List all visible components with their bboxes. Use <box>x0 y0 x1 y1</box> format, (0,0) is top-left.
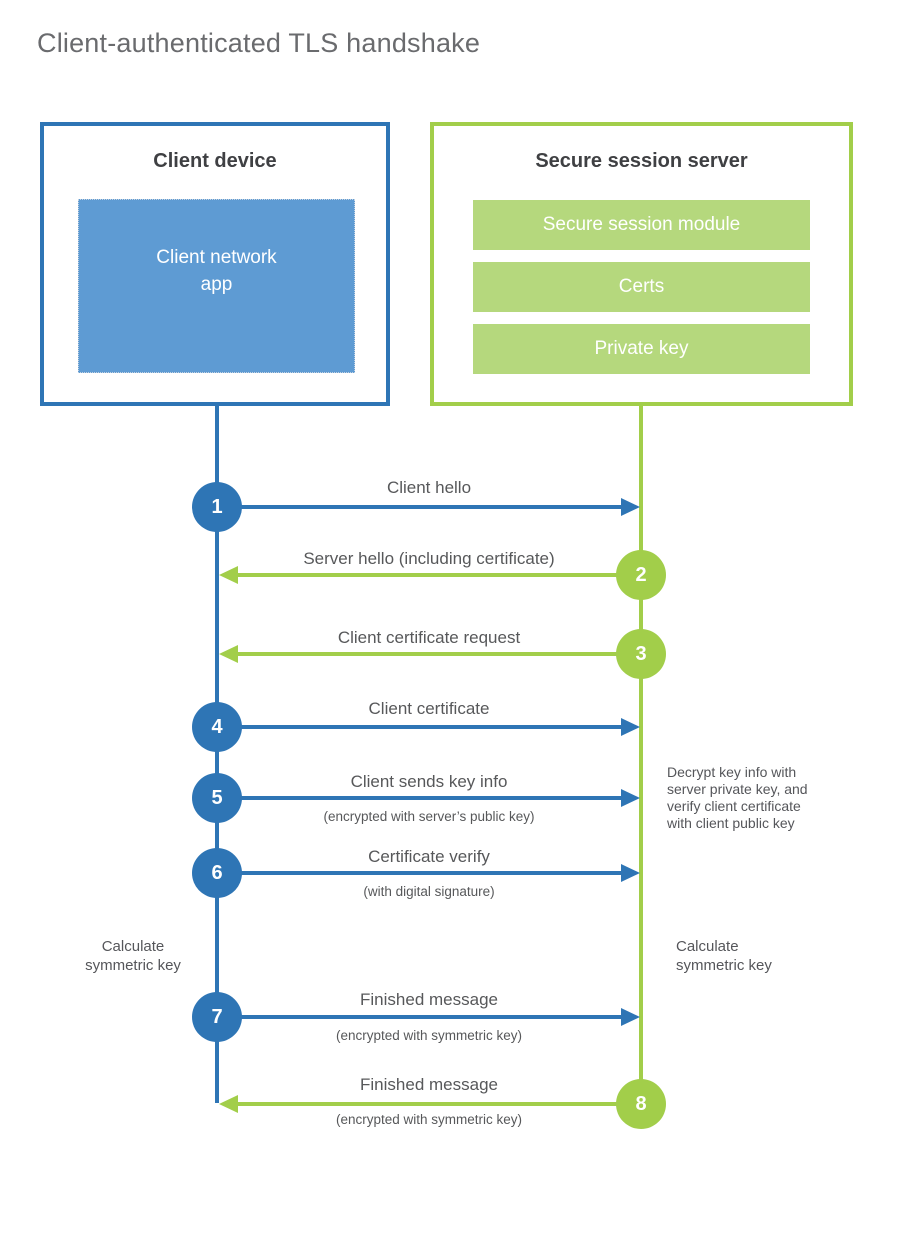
step-5-sublabel: (encrypted with server’s public key) <box>323 809 535 824</box>
step-4-arrowhead-icon <box>621 718 640 736</box>
step-2-arrowhead-icon <box>219 566 238 584</box>
secure-session-server-box: Secure session server Secure session mod… <box>430 122 853 406</box>
step-3-arrow <box>238 652 618 656</box>
step-3-arrowhead-icon <box>219 645 238 663</box>
step-4-label: Client certificate <box>368 699 490 718</box>
step-4-arrow <box>240 725 622 729</box>
step-3-circle: 3 <box>616 629 666 679</box>
step-6-sublabel: (with digital signature) <box>363 884 495 899</box>
step-8-arrowhead-icon <box>219 1095 238 1113</box>
step-5-label: Client sends key info <box>350 772 508 791</box>
step-6-label: Certificate verify <box>368 847 490 866</box>
step-3-label: Client certificate request <box>337 628 521 647</box>
server-module-certs: Certs <box>473 262 810 312</box>
step-2-circle: 2 <box>616 550 666 600</box>
step-1-label: Client hello <box>386 478 472 497</box>
step-8-arrow <box>238 1102 618 1106</box>
step-5-arrowhead-icon <box>621 789 640 807</box>
step-6-circle: 6 <box>192 848 242 898</box>
page-title: Client-authenticated TLS handshake <box>37 28 481 58</box>
secure-session-server-title: Secure session server <box>535 150 748 172</box>
client-lifeline <box>215 406 219 1103</box>
server-lifeline <box>639 406 643 1127</box>
step-6-arrowhead-icon <box>621 864 640 882</box>
decrypt-note: Decrypt key info with server private key… <box>667 764 808 831</box>
step-7-sublabel: (encrypted with symmetric key) <box>335 1028 523 1043</box>
step-2-arrow <box>238 573 618 577</box>
step-1-circle: 1 <box>192 482 242 532</box>
step-7-circle: 7 <box>192 992 242 1042</box>
step-8-label: Finished message <box>360 1075 498 1094</box>
step-2-label: Server hello (including certificate) <box>303 549 555 568</box>
step-5-circle: 5 <box>192 773 242 823</box>
client-device-title: Client device <box>153 150 277 172</box>
step-7-label: Finished message <box>360 990 498 1009</box>
step-4-circle: 4 <box>192 702 242 752</box>
step-7-arrowhead-icon <box>621 1008 640 1026</box>
step-1-arrowhead-icon <box>621 498 640 516</box>
server-module-private-key: Private key <box>473 324 810 374</box>
server-module-secure-session: Secure session module <box>473 200 810 250</box>
client-device-box: Client device Client network app <box>40 122 390 406</box>
step-5-arrow <box>240 796 622 800</box>
step-6-arrow <box>240 871 622 875</box>
step-8-sublabel: (encrypted with symmetric key) <box>335 1112 523 1127</box>
step-1-arrow <box>240 505 622 509</box>
step-8-circle: 8 <box>616 1079 666 1129</box>
step-7-arrow <box>240 1015 622 1019</box>
client-network-app-box: Client network app <box>78 199 355 373</box>
calculate-symmetric-key-client: Calculate symmetric key <box>85 938 181 974</box>
calculate-symmetric-key-server: Calculate symmetric key <box>676 938 772 974</box>
